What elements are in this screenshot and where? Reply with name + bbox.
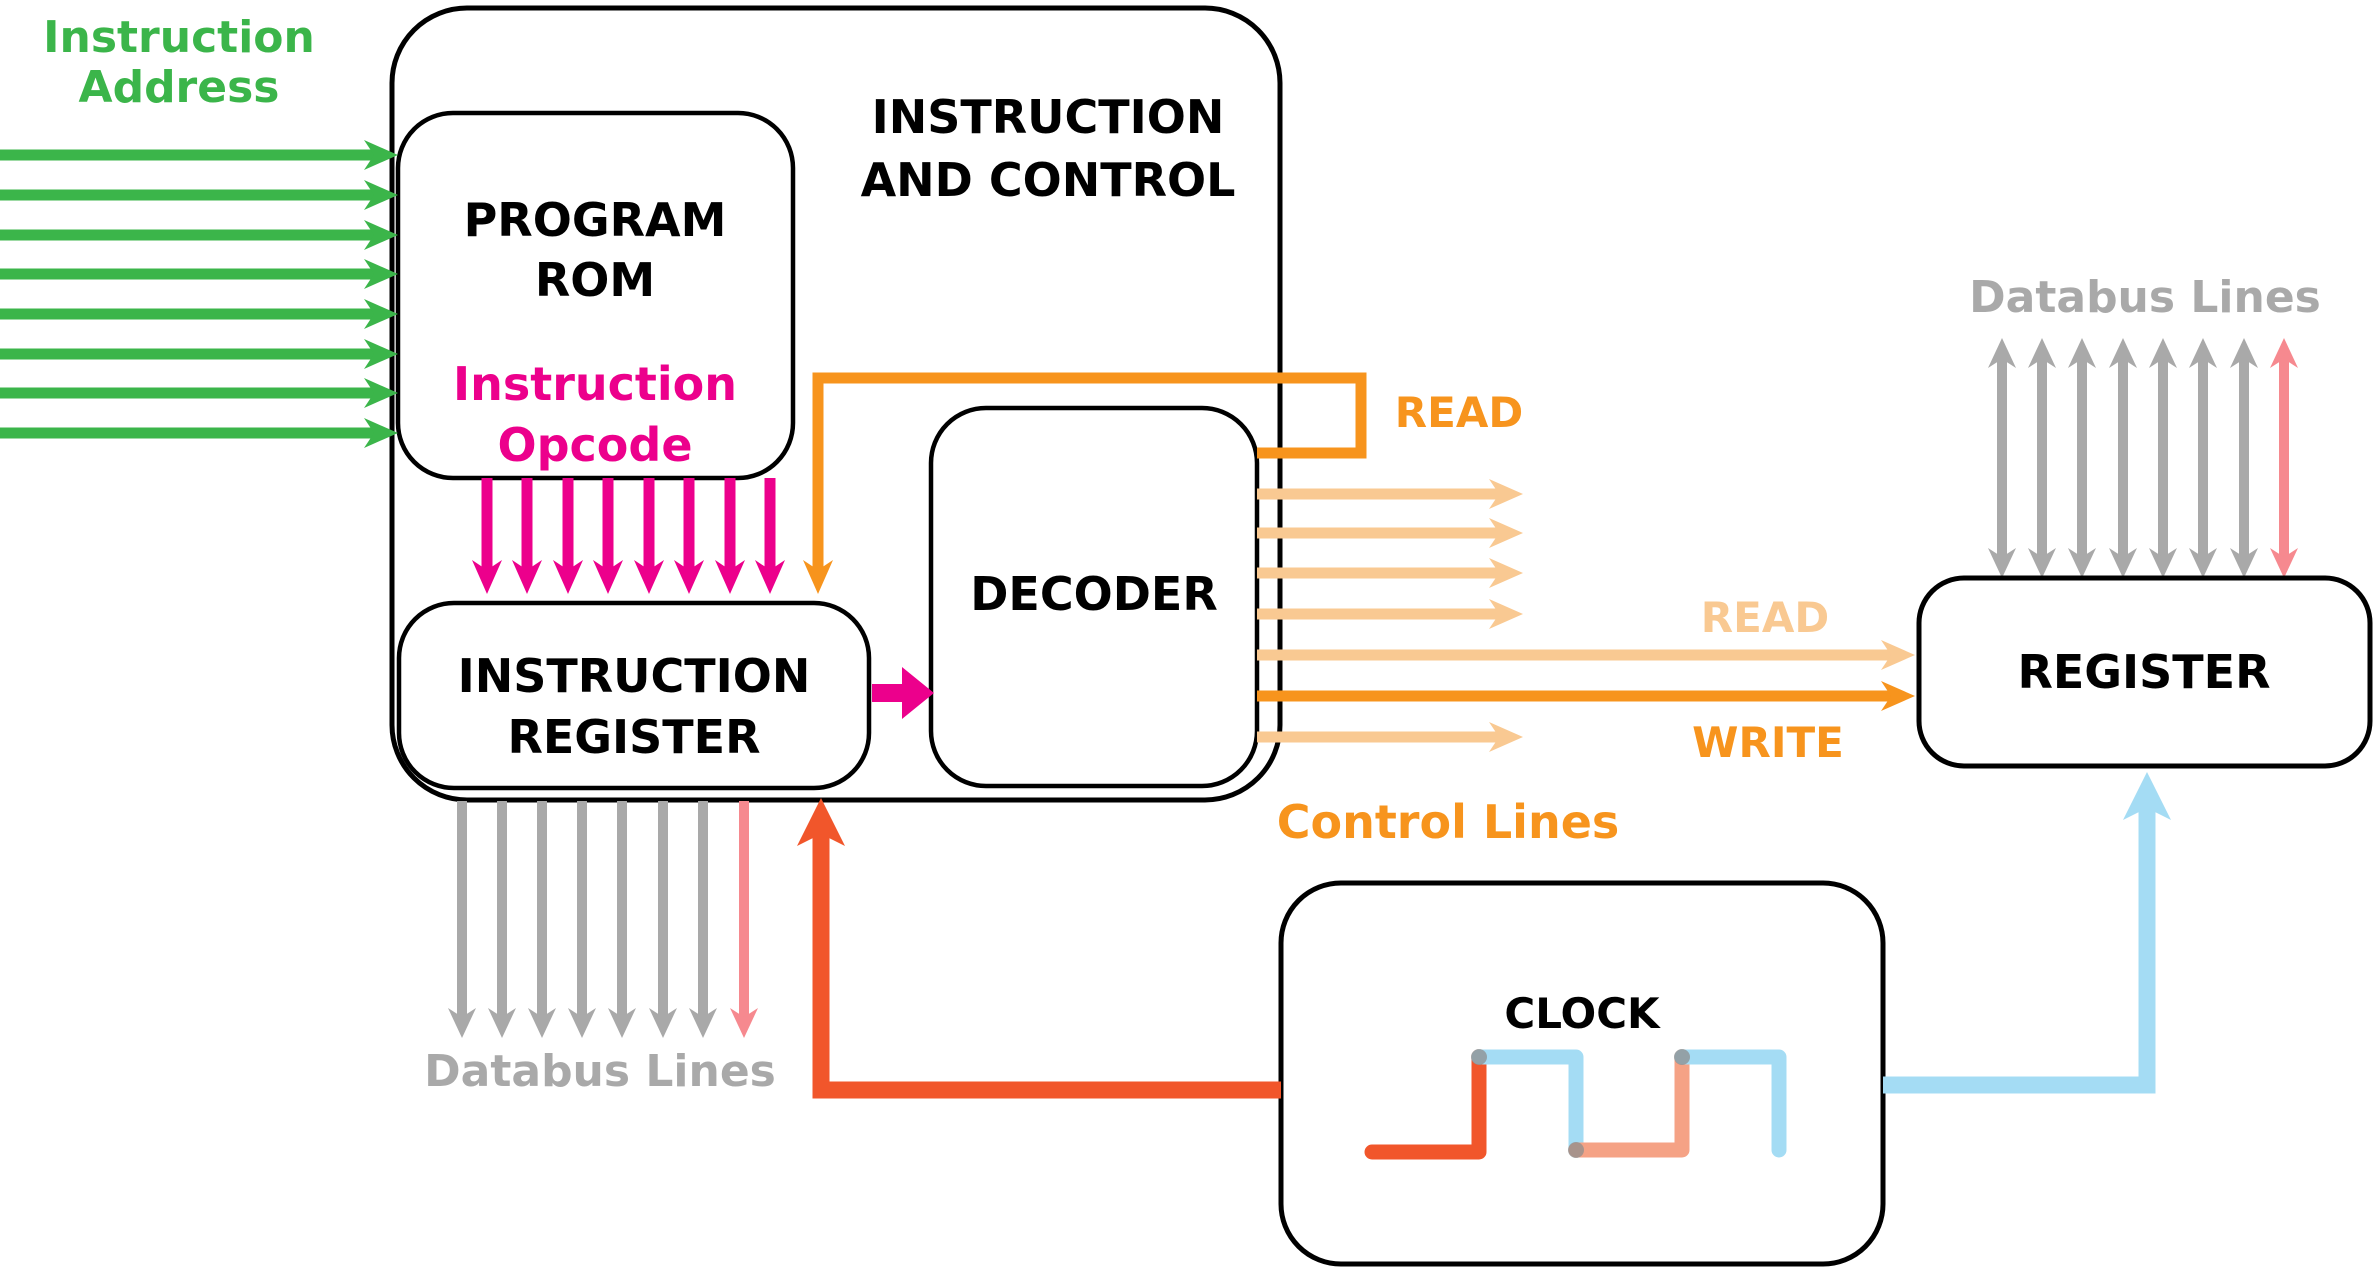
arrowhead: [2068, 338, 2096, 368]
arrowhead: [1988, 338, 2016, 368]
clock-wave-joint: [1568, 1142, 1584, 1158]
arrowhead: [649, 1008, 677, 1038]
register-label: REGISTER: [2017, 645, 2270, 699]
instruction-register-label-line2: REGISTER: [507, 710, 760, 764]
read-line-label: READ: [1701, 593, 1829, 642]
arrowhead: [1489, 558, 1523, 588]
arrowhead: [1489, 479, 1523, 509]
clock-to-register-arrow: [1883, 772, 2171, 1094]
write-line-label: WRITE: [1692, 718, 1844, 767]
unit-title-line2: AND CONTROL: [861, 153, 1236, 207]
clock-feedback-polyline: [812, 834, 1281, 1099]
arrowhead: [364, 140, 398, 170]
arrowhead: [689, 1008, 717, 1038]
control-lines-label: Control Lines: [1277, 795, 1620, 849]
arrowhead: [364, 299, 398, 329]
arrowhead: [364, 259, 398, 289]
clock-label: CLOCK: [1504, 989, 1661, 1038]
arrowhead: [448, 1008, 476, 1038]
arrowhead: [364, 339, 398, 369]
arrowhead: [593, 560, 623, 594]
arrowhead: [364, 180, 398, 210]
instruction-address-label-line2: Address: [79, 62, 280, 113]
arrowhead: [568, 1008, 596, 1038]
read-loop-line: [803, 372, 1367, 594]
program-rom-label-line2: ROM: [535, 253, 655, 307]
arrowhead: [2068, 548, 2096, 578]
clock-wave-segment: [1471, 1049, 1584, 1158]
arrowhead: [553, 560, 583, 594]
program-rom-box: [395, 110, 796, 481]
instruction-register-label-line1: INSTRUCTION: [458, 649, 811, 703]
arrowhead: [488, 1008, 516, 1038]
arrowhead: [797, 798, 845, 846]
arrowhead: [715, 560, 745, 594]
arrowhead: [512, 560, 542, 594]
instruction-address-label-line1: Instruction: [43, 12, 315, 63]
arrowhead: [634, 560, 664, 594]
read-loop-label: READ: [1395, 388, 1523, 437]
clock-waveform: [1364, 1049, 1787, 1160]
clock-wave-segment: [1674, 1049, 1787, 1158]
decoder-label: DECODER: [970, 567, 1218, 621]
arrowhead: [755, 560, 785, 594]
arrowhead: [2149, 338, 2177, 368]
arrowhead: [2123, 772, 2171, 820]
arrowhead: [2230, 338, 2258, 368]
arrowhead: [1489, 599, 1523, 629]
arrowhead: [528, 1008, 556, 1038]
arrowhead: [2270, 338, 2298, 368]
arrowhead: [2270, 548, 2298, 578]
arrowhead: [1489, 518, 1523, 548]
instruction-opcode-label-line2: Opcode: [497, 418, 692, 472]
clock-feedback-arrow: [797, 798, 1281, 1099]
clock-to-register-polyline: [1883, 808, 2156, 1094]
program-rom-label-line1: PROGRAM: [464, 193, 727, 247]
arrowhead: [2230, 548, 2258, 578]
arrowhead: [364, 378, 398, 408]
arrowhead: [364, 418, 398, 448]
arrowhead: [2028, 338, 2056, 368]
instruction-register-box: [396, 600, 872, 791]
arrowhead: [2189, 548, 2217, 578]
unit-title-line1: INSTRUCTION: [872, 90, 1225, 144]
arrowhead: [1988, 548, 2016, 578]
arrowhead: [2109, 338, 2137, 368]
decoder-box: [928, 405, 1260, 789]
clock-wave-joint: [1471, 1049, 1487, 1065]
instruction-opcode-label-line1: Instruction: [453, 357, 737, 411]
clock-wave-segment: [1364, 1049, 1487, 1160]
read-loop-polyline: [812, 372, 1367, 570]
databus-lines-top: [1988, 338, 2298, 578]
databus-lines-bottom-label: Databus Lines: [424, 1046, 776, 1097]
databus-lines-top-label: Databus Lines: [1969, 272, 2321, 323]
opcode-bus: [472, 478, 785, 594]
arrowhead: [1881, 681, 1915, 711]
arrowhead: [364, 220, 398, 250]
ir-to-decoder-arrow: [872, 667, 934, 719]
arrowhead: [2109, 548, 2137, 578]
clock-wave-joint: [1674, 1049, 1690, 1065]
databus-lines-bottom: [448, 801, 758, 1038]
arrowhead: [803, 560, 833, 594]
control-lines: [1257, 479, 1915, 752]
arrowhead: [2189, 338, 2217, 368]
arrowhead: [608, 1008, 636, 1038]
arrowhead: [730, 1008, 758, 1038]
register-box: [1916, 575, 2373, 769]
arrowhead: [2028, 548, 2056, 578]
clock-wave-segment: [1568, 1049, 1690, 1158]
arrowhead: [2149, 548, 2177, 578]
arrowhead: [1881, 640, 1915, 670]
instruction-address-bus: [0, 140, 398, 448]
arrowhead: [1489, 722, 1523, 752]
arrowhead: [674, 560, 704, 594]
arrowhead: [472, 560, 502, 594]
